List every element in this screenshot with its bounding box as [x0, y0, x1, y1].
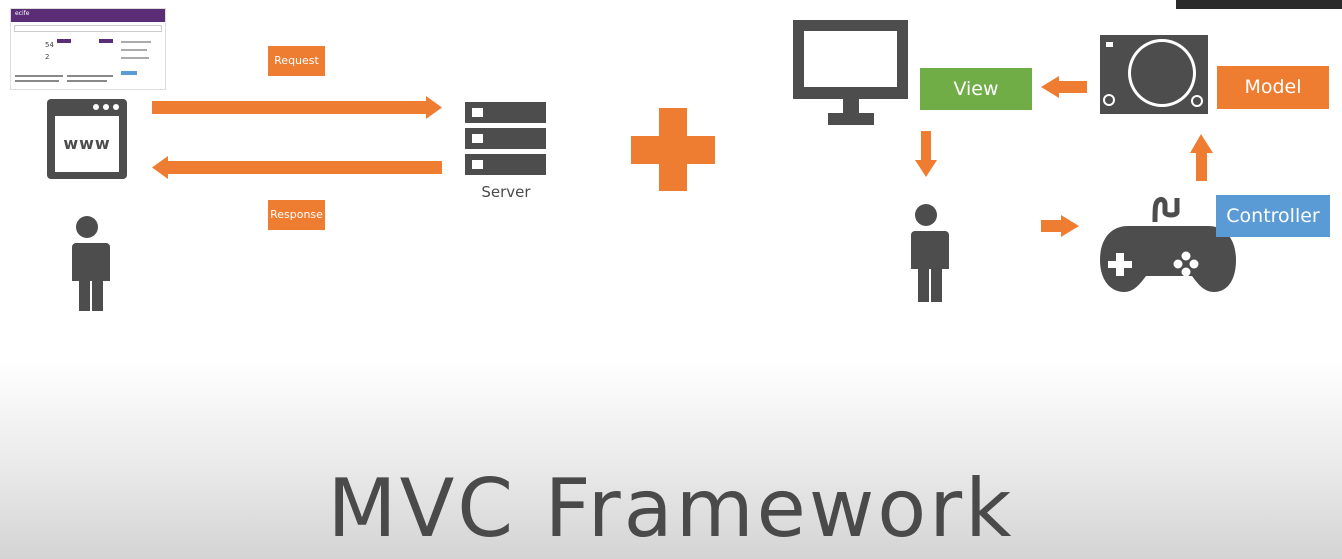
thumbnail-brand: ecife — [15, 10, 30, 17]
slide-title: MVC Framework — [327, 462, 1015, 555]
controller-to-model-arrow — [1190, 134, 1213, 181]
person-icon — [907, 204, 949, 302]
view-to-user-arrow — [915, 131, 937, 177]
thumbnail-stat-1: 54 — [45, 41, 54, 49]
request-label: Request — [268, 46, 325, 76]
thumbnail-text-line — [67, 80, 107, 82]
request-response-diagram — [47, 96, 715, 311]
gamepad-icon — [1100, 197, 1236, 292]
plus-icon — [631, 108, 715, 191]
server-label: Server — [481, 183, 531, 201]
thumbnail-text-line — [121, 57, 149, 59]
model-label: Model — [1217, 66, 1329, 109]
thumbnail-stat-2: 2 — [45, 53, 50, 61]
thumbnail-text-line — [67, 75, 113, 77]
controller-label: Controller — [1216, 195, 1330, 237]
thumbnail-text-line — [15, 80, 59, 82]
thumbnail-text-line — [121, 41, 151, 43]
webpage-thumbnail: ecife 54 2 — [10, 8, 166, 90]
response-label: Response — [268, 200, 325, 230]
browser-icon — [47, 99, 127, 179]
thumbnail-badge — [99, 39, 113, 43]
thumbnail-button — [121, 71, 137, 75]
monitor-icon — [793, 20, 908, 125]
model-to-view-arrow — [1041, 76, 1087, 98]
server-icon — [465, 102, 546, 175]
mvc-analogy-diagram — [793, 20, 1236, 302]
thumbnail-text-line — [121, 49, 147, 51]
console-icon — [1100, 35, 1208, 114]
person-icon — [68, 216, 110, 311]
thumbnail-search — [14, 25, 162, 32]
request-arrow — [152, 96, 442, 119]
browser-label: www — [63, 134, 111, 153]
view-label: View — [920, 68, 1032, 110]
user-to-controller-arrow — [1041, 215, 1079, 237]
thumbnail-badge — [57, 39, 71, 43]
thumbnail-text-line — [15, 75, 63, 77]
thumbnail-header: ecife — [11, 9, 165, 22]
video-overlay-strip — [1176, 0, 1342, 9]
response-arrow — [152, 156, 442, 179]
